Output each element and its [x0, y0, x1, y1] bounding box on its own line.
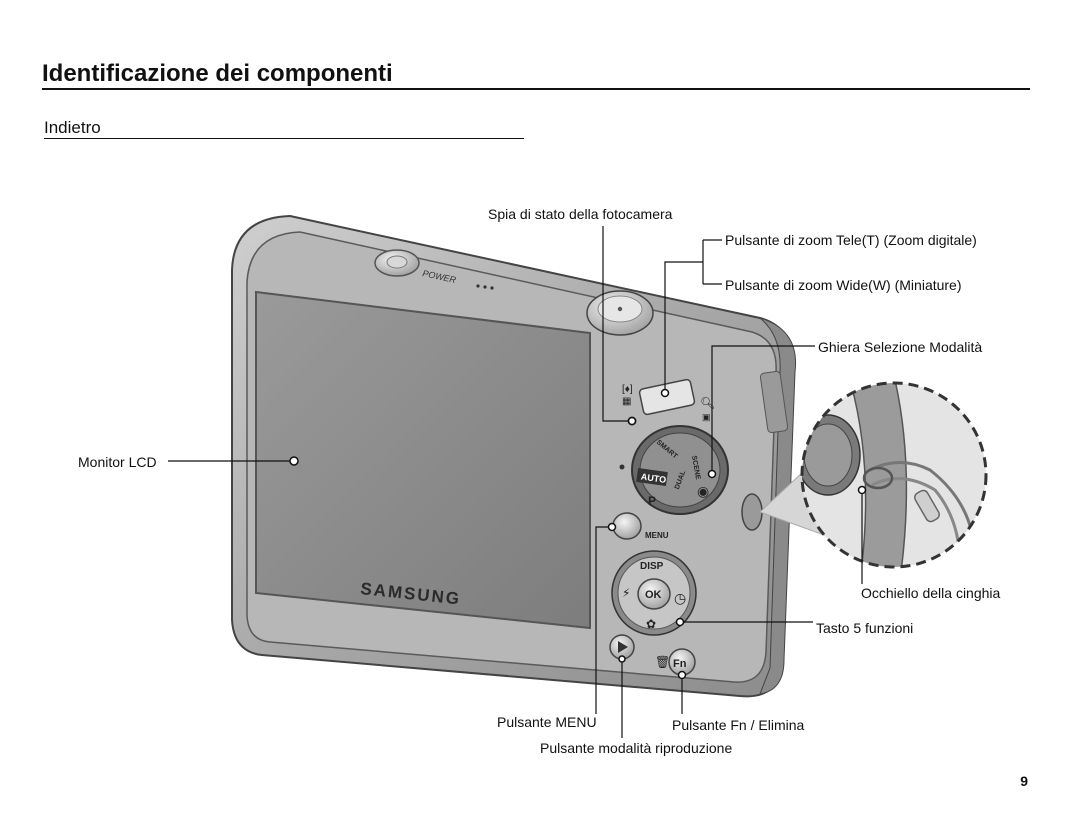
movie-mode-icon: ◉: [697, 483, 709, 499]
label-playback: Pulsante modalità riproduzione: [540, 740, 733, 756]
label-zoom-tele: Pulsante di zoom Tele(T) (Zoom digitale): [725, 232, 977, 248]
page-title: Identificazione dei componenti: [42, 60, 393, 87]
menu-button[interactable]: [612, 512, 642, 540]
subtitle-underline: [44, 138, 524, 139]
callout-dots: [289, 388, 867, 680]
title-underline: [42, 88, 1030, 90]
scene-mode-label: SCENE: [690, 455, 701, 480]
menu-button-label: MENU: [645, 531, 669, 540]
play-icon: [618, 641, 628, 653]
flash-icon: ⚡︎: [622, 586, 630, 600]
ok-label: OK: [645, 589, 662, 601]
grid-icon: ▣: [702, 412, 711, 422]
mode-dial[interactable]: AUTO SMART SCENE DUAL ◉ P: [631, 425, 729, 515]
callout-lines: [168, 226, 863, 738]
label-mode-dial: Ghiera Selezione Modalità: [818, 339, 983, 355]
five-function-pad[interactable]: OK DISP ⚡︎ ◷ ✿: [611, 550, 697, 636]
auto-mode-label: AUTO: [640, 472, 666, 485]
power-led: [490, 286, 494, 290]
zoom-frame-icon: [♦]: [622, 384, 633, 395]
fn-label: Fn: [673, 658, 687, 670]
magnifier-icon: 🔍︎: [700, 396, 715, 410]
label-status-lamp: Spia di stato della fotocamera: [488, 206, 673, 222]
ok-button[interactable]: [637, 578, 671, 610]
lcd-screen: [255, 290, 591, 630]
timer-icon: ◷: [674, 590, 686, 606]
zoom-lever[interactable]: [638, 378, 696, 416]
label-fn-delete: Pulsante Fn / Elimina: [672, 717, 805, 733]
microphone-dot: [619, 464, 625, 470]
power-led: [476, 284, 480, 288]
trash-icon: 🗑︎: [655, 655, 670, 669]
strap-detail-inset: [759, 381, 988, 569]
label-five-function: Tasto 5 funzioni: [816, 620, 914, 636]
label-menu-button: Pulsante MENU: [497, 714, 597, 730]
label-zoom-wide: Pulsante di zoom Wide(W) (Miniature): [725, 277, 962, 293]
strap-eyelet: [741, 493, 763, 531]
power-led: [483, 285, 487, 289]
section-subtitle: Indietro: [44, 118, 101, 137]
thumbnail-icon: ▦: [622, 396, 631, 407]
label-lcd-monitor: Monitor LCD: [78, 454, 157, 470]
power-button-center: [386, 255, 408, 269]
label-strap-eyelet: Occhiello della cinghia: [861, 585, 1001, 601]
disp-label: DISP: [640, 561, 664, 572]
page-number: 9: [1020, 773, 1028, 789]
program-mode-icon: P: [648, 494, 656, 508]
macro-icon: ✿: [646, 617, 656, 631]
